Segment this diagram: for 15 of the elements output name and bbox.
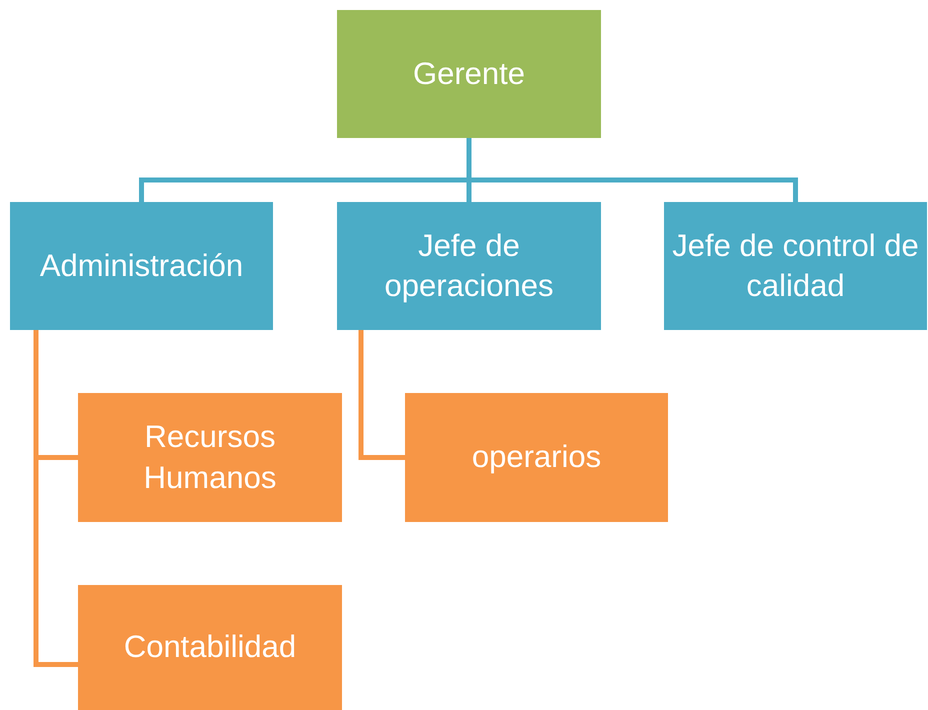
box-label: Jefe de operaciones xyxy=(384,226,554,305)
box-label: Recursos Humanos xyxy=(142,418,278,496)
org-box xyxy=(10,202,273,330)
org-box xyxy=(664,202,927,330)
box-label: Gerente xyxy=(412,54,525,93)
box-label: Administración xyxy=(40,246,244,285)
org-box xyxy=(78,393,342,522)
box-label: Jefe de control de calidad xyxy=(671,226,920,305)
box-label: Contabilidad xyxy=(124,628,296,666)
org-box xyxy=(337,10,601,138)
org-box xyxy=(337,202,601,330)
org-box xyxy=(78,585,342,710)
connector-line xyxy=(358,330,405,460)
box-label: operarios xyxy=(472,438,602,476)
org-box xyxy=(405,393,668,522)
